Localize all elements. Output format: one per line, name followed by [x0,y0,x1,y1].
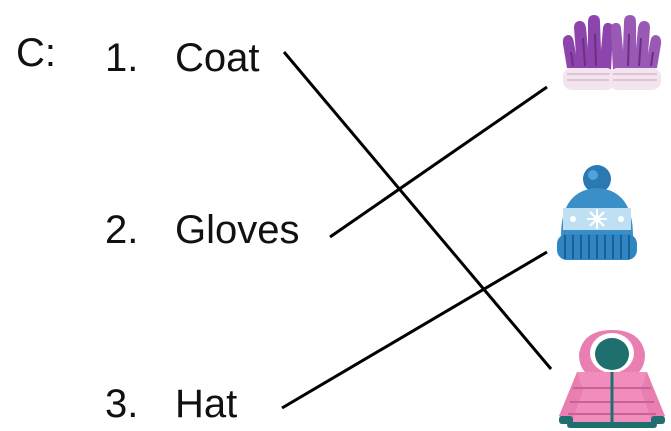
match-line-gloves [329,85,548,239]
puffer-coat-icon [559,330,665,428]
gloves-icon [562,15,662,90]
exercise-label: C: [16,31,56,75]
item-number-2: 2. [105,208,139,252]
item-number-1: 1. [105,36,139,80]
item-word-gloves: Gloves [175,208,300,252]
item-number-3: 3. [105,382,139,426]
item-word-coat: Coat [175,36,260,80]
match-line-coat [282,51,553,370]
winter-hat-icon [557,165,637,260]
match-line-hat [281,250,548,410]
item-word-hat: Hat [175,382,238,426]
